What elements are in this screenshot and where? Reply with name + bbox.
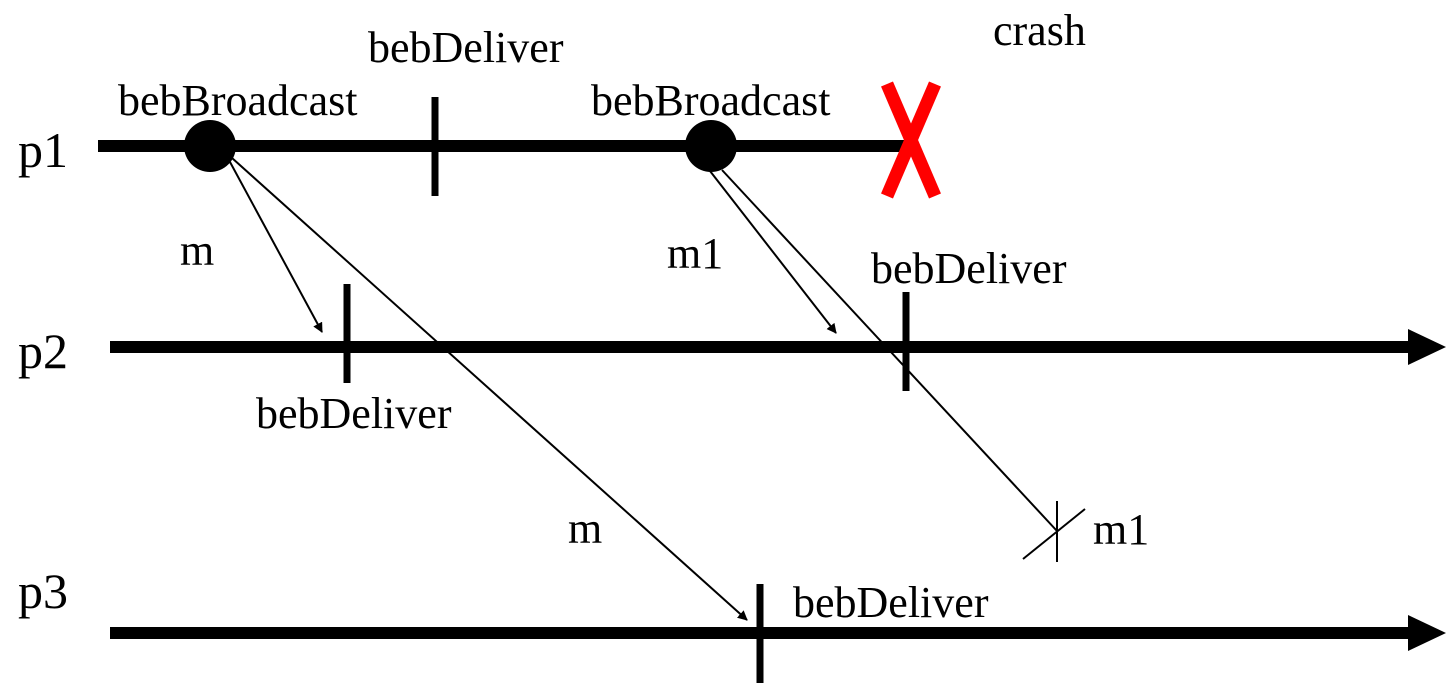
process-label-p2: p2 [18,323,68,379]
process-label-p1: p1 [18,122,68,178]
p1-broadcast-1-label: bebBroadcast [118,76,357,125]
p1-broadcast-2-label: bebBroadcast [591,76,830,125]
message-m-to-p3-label: m [568,504,602,553]
p2-deliver-m1-label: bebDeliver [871,244,1067,293]
timeline-p2 [110,329,1446,365]
lost-message-cross-icon [1022,501,1086,562]
timeline-arrowhead-icon [1408,329,1446,365]
process-label-p3: p3 [18,563,68,619]
message-m-to-p3-arrow [231,157,748,621]
timeline-p3 [110,615,1446,651]
message-m-to-p2-arrow [229,161,323,333]
broadcast-event-dot [184,120,236,172]
p3-deliver-m-label: bebDeliver [793,578,989,627]
crash-label: crash [993,6,1086,55]
message-m-to-p2-label: m [180,226,214,275]
crash-x-icon [881,81,941,199]
message-m1-to-p2-arrow [709,170,837,334]
timeline-arrowhead-icon [1408,615,1446,651]
broadcast-event-dot [685,120,737,172]
p1-deliver-label: bebDeliver [368,23,564,72]
p2-deliver-m-label: bebDeliver [256,389,452,438]
message-m1-to-p3-lost-line [721,169,1058,532]
message-m1-to-p2-label: m1 [667,229,723,278]
message-m1-lost-label: m1 [1093,505,1149,554]
